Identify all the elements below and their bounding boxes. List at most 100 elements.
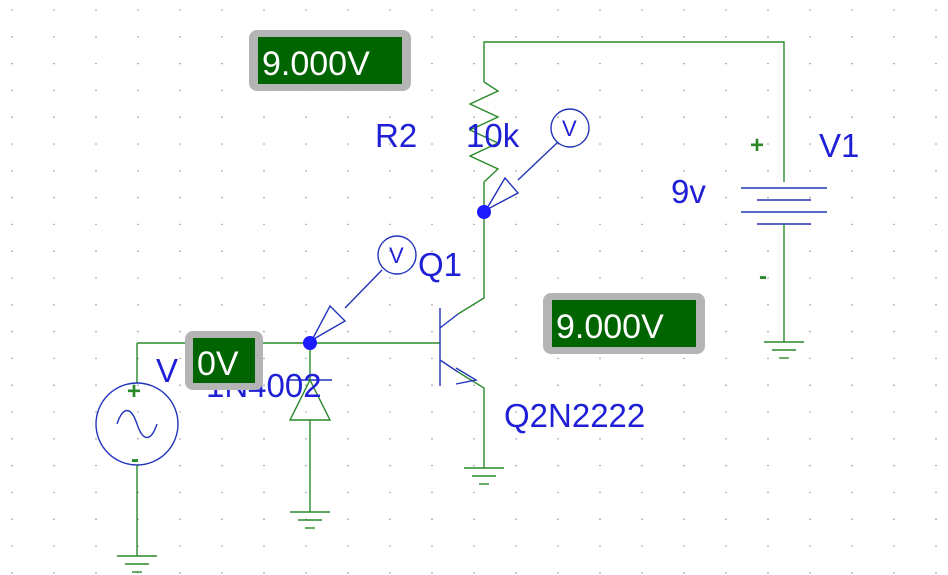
grid-dot — [851, 384, 853, 387]
grid-dot — [305, 277, 307, 279]
grid-dot — [347, 572, 349, 574]
ground-symbols — [117, 341, 804, 573]
grid-dot — [473, 357, 475, 360]
grid-dot — [851, 438, 853, 440]
grid-dot — [11, 491, 13, 494]
probe-box-right[interactable]: 9.000V — [543, 293, 705, 354]
grid-dot — [431, 36, 433, 38]
grid-dot — [893, 9, 895, 11]
grid-dot — [557, 572, 559, 574]
grid-dot — [53, 250, 55, 252]
grid-dot — [11, 277, 13, 279]
grid-dot — [893, 36, 895, 38]
grid-dot — [893, 438, 895, 440]
grid-dot — [11, 89, 13, 92]
grid-dot — [305, 223, 307, 226]
grid-dot — [809, 357, 811, 360]
grid-dot — [431, 411, 433, 413]
grid-dot — [851, 89, 853, 92]
grid-dot — [515, 545, 517, 547]
grid-dot — [767, 277, 769, 279]
grid-dot — [179, 36, 181, 38]
grid-dot — [305, 411, 307, 413]
grid-dot — [809, 250, 811, 252]
grid-dot — [389, 518, 391, 520]
grid-dot — [515, 223, 517, 226]
grid-dot — [11, 572, 13, 574]
grid-dot — [431, 518, 433, 520]
grid-dot — [473, 196, 475, 199]
grid-dot — [95, 357, 97, 360]
grid-dot — [809, 384, 811, 387]
grid-dot — [137, 438, 139, 440]
grid-dot — [809, 518, 811, 520]
grid-dot — [641, 250, 643, 252]
grid-dot — [347, 9, 349, 11]
transistor-q1[interactable]: Q1 Q2N2222 — [418, 246, 645, 434]
ac-source[interactable]: + - V — [95, 352, 179, 556]
voltage-marker-collector[interactable]: V — [484, 108, 590, 212]
grid-dot — [95, 62, 97, 65]
grid-dot — [95, 545, 97, 547]
grid-dot — [137, 116, 139, 118]
marker-letter: V — [389, 243, 404, 268]
grid-dot — [851, 170, 853, 172]
sine-wave-icon — [116, 409, 158, 439]
battery-v1[interactable]: + - V1 9v — [671, 127, 859, 290]
grid-dot — [851, 545, 853, 547]
grid-dot — [431, 464, 433, 467]
grid-dot — [725, 9, 727, 11]
grid-dot — [263, 330, 265, 333]
grid-dot — [725, 170, 727, 172]
transistor-emitter-leg — [439, 359, 459, 373]
grid-dot — [935, 277, 937, 279]
grid-dot — [389, 170, 391, 172]
grid-dot — [221, 491, 223, 494]
grid-dot — [305, 545, 307, 547]
grid-dot — [95, 36, 97, 38]
grid-dot — [137, 89, 139, 92]
grid-dot — [851, 36, 853, 38]
grid-dot — [767, 143, 769, 145]
grid-dot — [305, 304, 307, 306]
grid-dot — [263, 250, 265, 252]
grid-dot — [473, 464, 475, 467]
grid-dot — [95, 464, 97, 467]
grid-dot — [431, 304, 433, 306]
grid-dot — [851, 223, 853, 226]
grid-dot — [11, 36, 13, 38]
probe-box-left[interactable]: 0V — [185, 331, 263, 390]
grid-dot — [389, 572, 391, 574]
grid-dot — [179, 357, 181, 360]
source-ref-label: V — [156, 352, 178, 389]
grid-dot — [683, 89, 685, 92]
grid-dot — [893, 277, 895, 279]
grid-dot — [431, 572, 433, 574]
grid-dot — [95, 9, 97, 11]
grid-dot — [53, 438, 55, 440]
voltage-marker-base[interactable]: V — [310, 235, 417, 342]
grid-dot — [11, 464, 13, 467]
grid-dot — [389, 357, 391, 360]
grid-dot — [11, 196, 13, 199]
grid-dot — [305, 438, 307, 440]
grid-dot — [557, 36, 559, 38]
resistor-r2[interactable]: R2 10k — [375, 81, 520, 183]
grid-dot — [53, 277, 55, 279]
grid-dot — [851, 330, 853, 333]
probe-box-top[interactable]: 9.000V — [249, 30, 411, 91]
grid-dot — [305, 116, 307, 118]
grid-dot — [935, 438, 937, 440]
grid-dot — [683, 223, 685, 226]
grid-dot — [137, 62, 139, 65]
grid-dot — [515, 384, 517, 387]
grid-dot — [389, 223, 391, 226]
marker-letter: V — [562, 116, 577, 141]
grid-dot — [557, 518, 559, 520]
grid-dot — [515, 143, 517, 145]
grid-dot — [935, 62, 937, 65]
grid-dot — [515, 438, 517, 440]
grid-dot — [683, 384, 685, 387]
grid-dot — [95, 304, 97, 306]
grid-dot — [809, 143, 811, 145]
